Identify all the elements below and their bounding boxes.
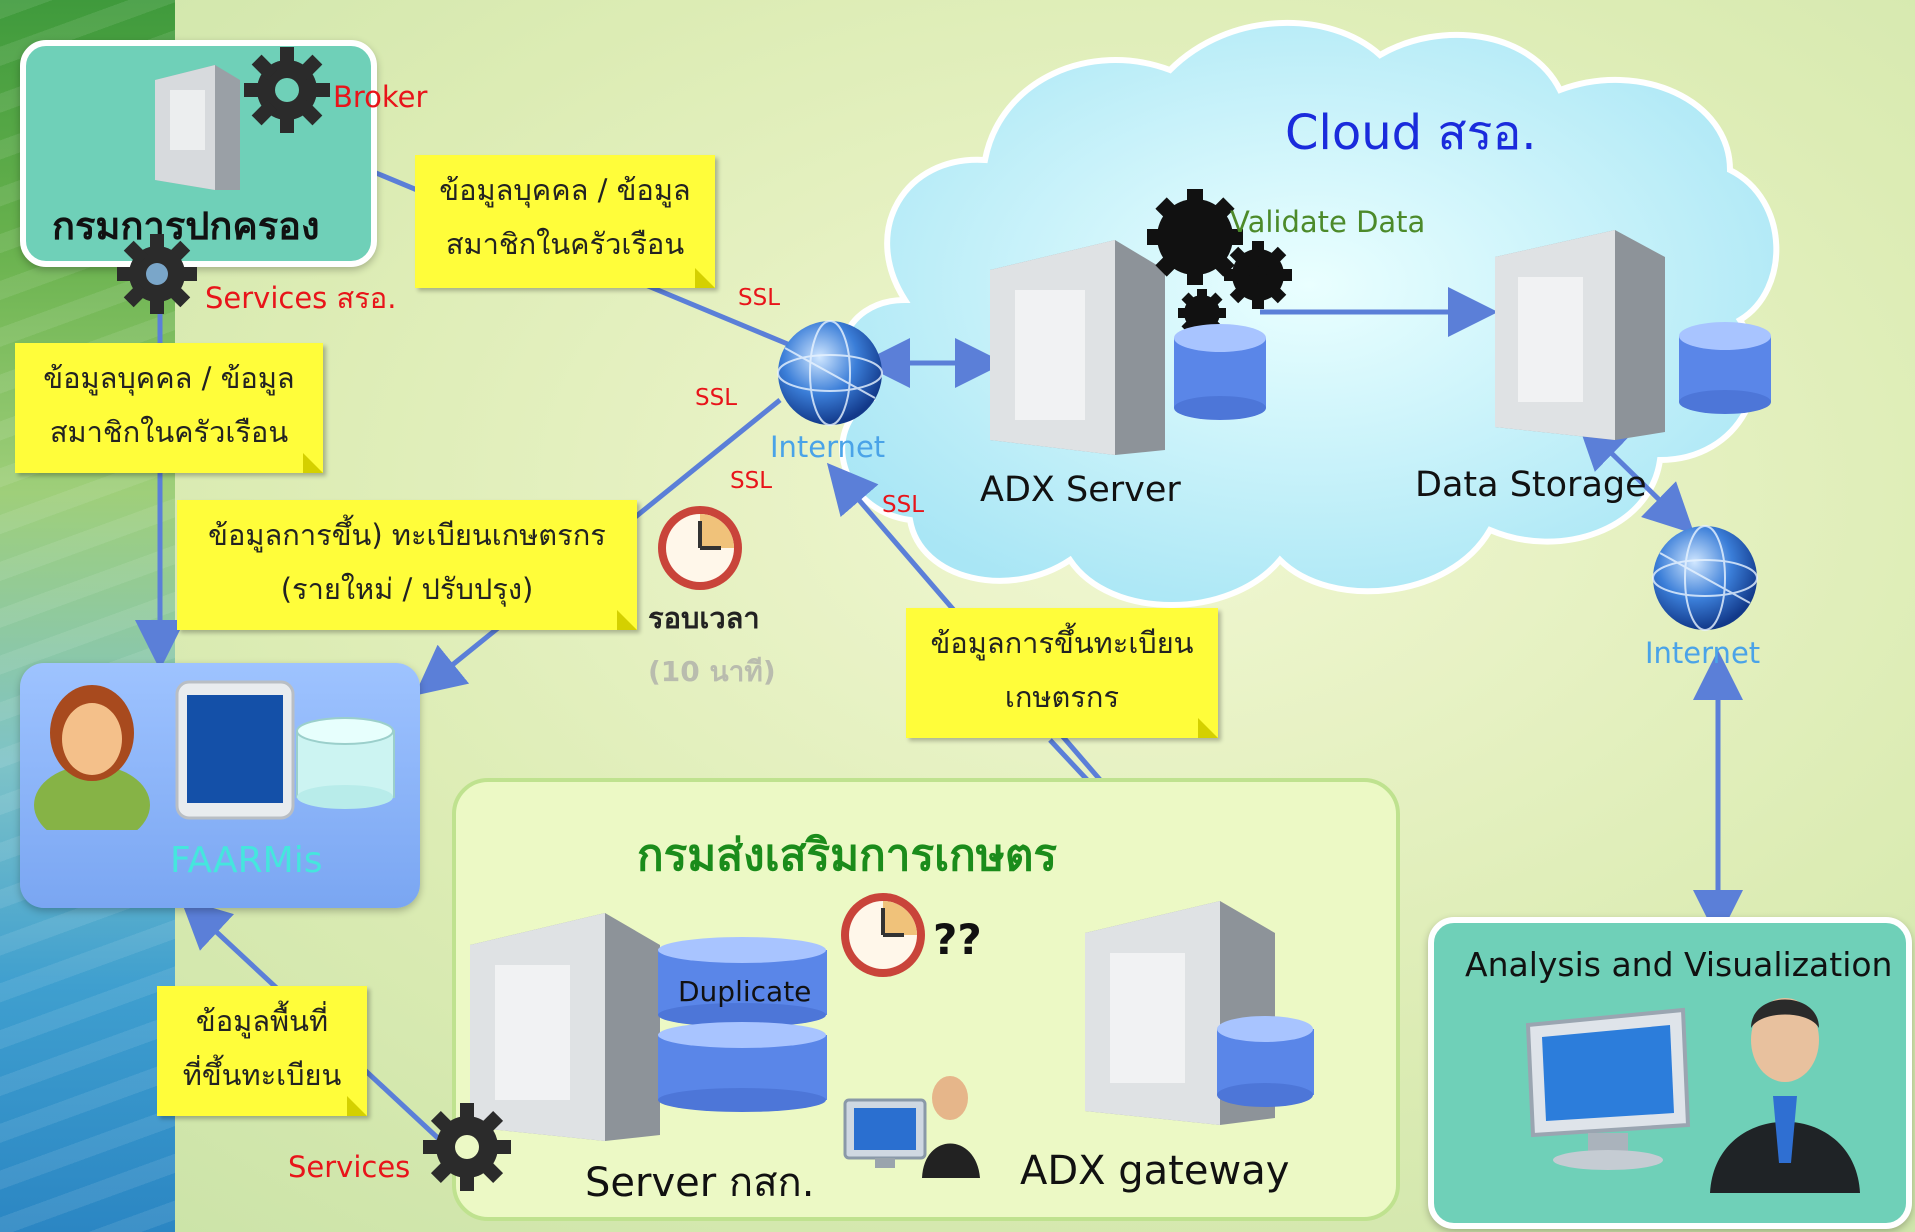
adx-gateway-label: ADX gateway <box>1020 1148 1290 1194</box>
note-person-data-top: ข้อมูลบุคคล / ข้อมูล สมาชิกในครัวเรือน <box>415 155 715 288</box>
schedule-interval: (10 นาที) <box>648 655 776 688</box>
monitor-icon <box>1525 1007 1691 1170</box>
ssl-label: SSL <box>882 492 925 518</box>
note-area-data: ข้อมูลพื้นที่ ที่ขึ้นทะเบียน <box>157 986 367 1116</box>
ssl-label: SSL <box>738 285 781 311</box>
operator-workstation-icon <box>843 1076 980 1178</box>
analysis-title: Analysis and Visualization <box>1465 945 1893 984</box>
doae-title: กรมส่งเสริมการเกษตร <box>637 830 1058 881</box>
database-icon <box>1217 1016 1314 1107</box>
server-icon <box>155 65 240 190</box>
database-icon <box>1679 322 1771 414</box>
internet-center-label: Internet <box>770 430 886 464</box>
note-line: ข้อมูลการขึ้นทะเบียน <box>930 626 1194 660</box>
arrow-storage-internet <box>1576 419 1695 534</box>
question-label: ?? <box>933 915 982 964</box>
note-line: (รายใหม่ / ปรับปรุง) <box>280 572 534 606</box>
server-doae-label: Server กสก. <box>585 1160 815 1206</box>
clock-icon <box>841 893 925 977</box>
note-line: สมาชิกในครัวเรือน <box>445 227 685 261</box>
schedule-label: รอบเวลา <box>648 601 760 635</box>
note-person-data-left: ข้อมูลบุคคล / ข้อมูล สมาชิกในครัวเรือน <box>15 343 323 473</box>
database-icon <box>1174 324 1266 420</box>
gear-icon <box>244 47 330 133</box>
services-sro-label: Services สรอ. <box>205 281 397 315</box>
cloud-title-en: Cloud <box>1285 105 1423 161</box>
ssl-label: SSL <box>695 385 738 411</box>
note-line: เกษตรกร <box>1004 680 1120 714</box>
server-icon <box>470 913 660 1141</box>
clock-icon <box>658 506 742 590</box>
services-label: Services <box>288 1150 411 1184</box>
validate-data-label: Validate Data <box>1230 205 1426 239</box>
note-line: สมาชิกในครัวเรือน <box>49 415 289 449</box>
internet-right-label: Internet <box>1645 636 1761 670</box>
note-line: ที่ขึ้นทะเบียน <box>182 1058 342 1092</box>
server-icon <box>1495 230 1665 440</box>
adx-server-label: ADX Server <box>980 470 1181 510</box>
interior-dept-title: กรมการปกครอง <box>52 204 320 248</box>
duplicate-label: Duplicate <box>678 975 812 1008</box>
note-line: ข้อมูลบุคคล / ข้อมูล <box>439 173 691 207</box>
note-line: ข้อมูลบุคคล / ข้อมูล <box>43 361 295 395</box>
globe-icon <box>1652 525 1758 631</box>
broker-label: Broker <box>333 80 428 114</box>
data-storage-label: Data Storage <box>1415 465 1647 505</box>
gear-icon <box>117 234 197 314</box>
cloud-title: Cloud สรอ. <box>1285 95 1537 171</box>
note-line: ข้อมูลการขึ้น) ทะเบียนเกษตรกร <box>208 518 606 552</box>
user-avatar-icon <box>34 685 150 830</box>
database-icon <box>658 937 827 1112</box>
faarmis-label: FAARMis <box>170 840 323 881</box>
businessman-icon <box>1710 998 1860 1193</box>
ssl-label: SSL <box>730 468 773 494</box>
note-farmer-registration: ข้อมูลการขึ้น) ทะเบียนเกษตรกร (รายใหม่ /… <box>177 500 637 630</box>
note-farmer-registration-gateway: ข้อมูลการขึ้นทะเบียน เกษตรกร <box>906 608 1218 738</box>
globe-icon <box>777 320 883 426</box>
note-line: ข้อมูลพื้นที่ <box>195 1004 329 1038</box>
gears-icon <box>1147 189 1292 337</box>
database-icon <box>296 717 395 809</box>
tablet-icon <box>175 680 295 820</box>
server-icon <box>990 240 1165 455</box>
cloud-title-th: สรอ. <box>1437 105 1537 161</box>
gear-icon <box>423 1103 511 1191</box>
